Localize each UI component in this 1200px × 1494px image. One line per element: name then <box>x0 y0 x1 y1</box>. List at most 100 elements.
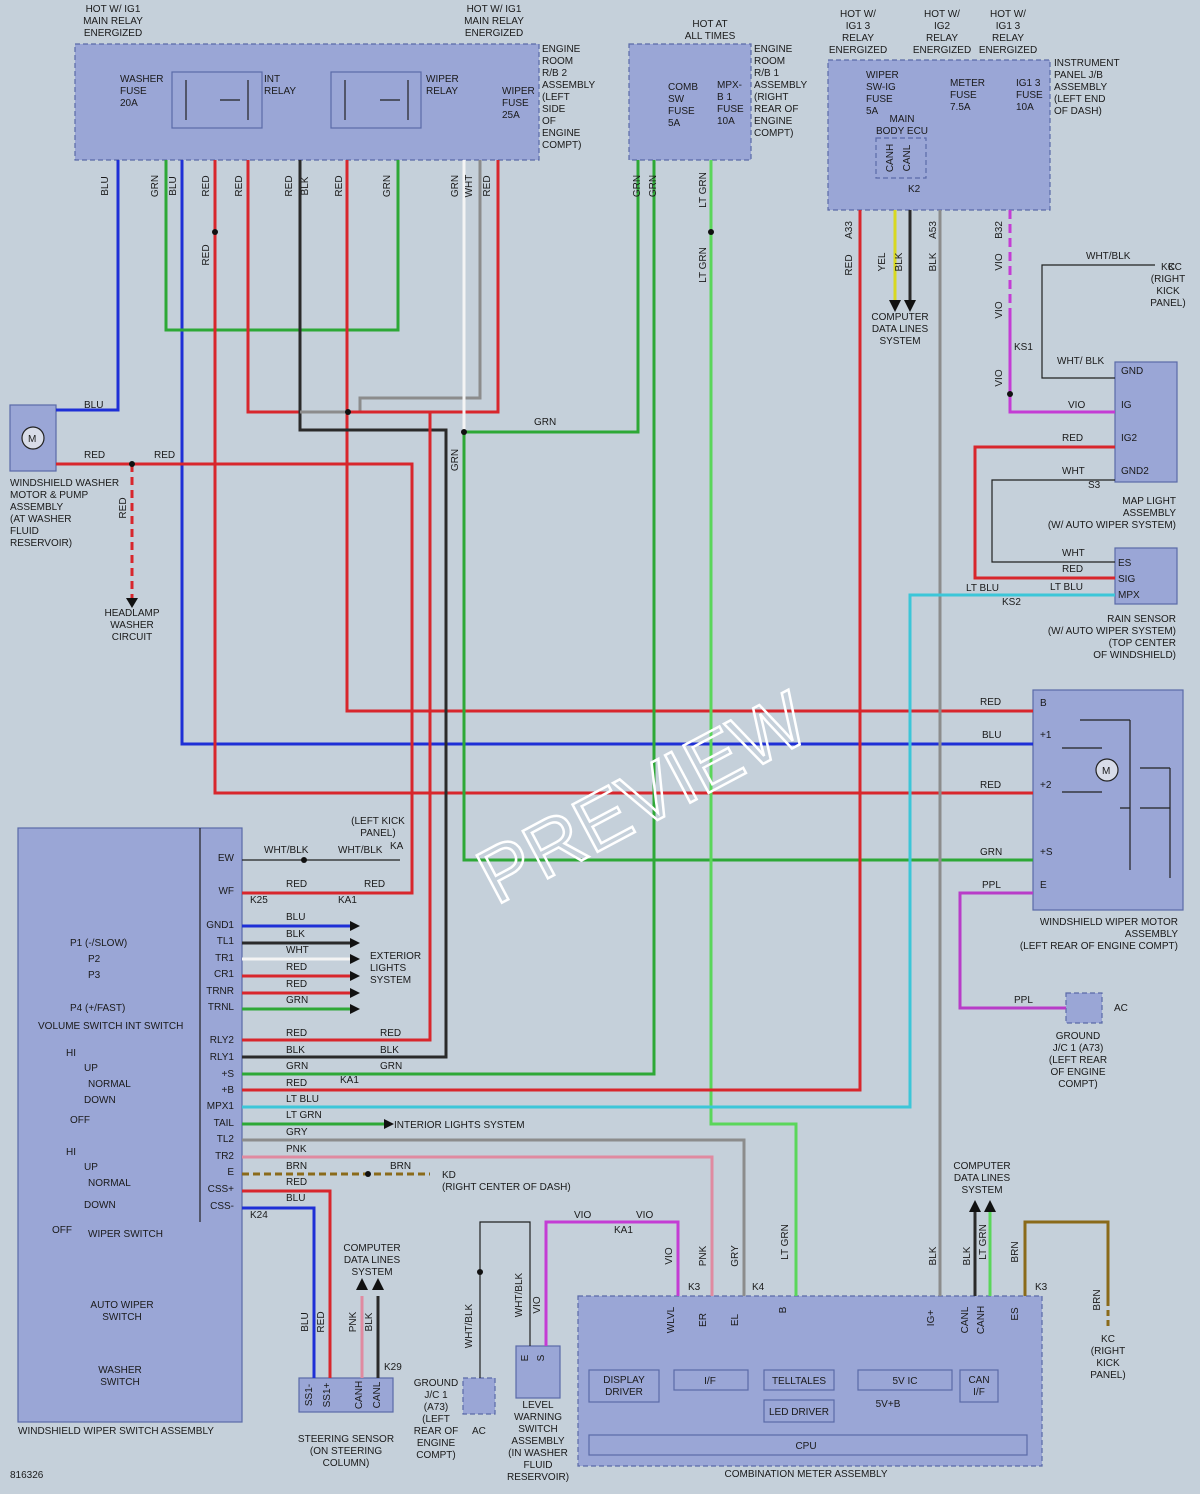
label-rain-sensor: (W/ AUTO WIPER SYSTEM) <box>1048 626 1176 637</box>
label-map-light: ASSEMBLY <box>1123 508 1176 519</box>
node <box>477 1269 483 1275</box>
label-right-kick-2: (RIGHT <box>1091 1346 1125 1357</box>
wire-grn-relay-loop <box>164 160 400 332</box>
wire-label: RED <box>154 450 175 461</box>
wire-label: WHT/BLK <box>464 1303 475 1348</box>
label-comb-sw-fuse: FUSE <box>668 106 695 117</box>
label-level-switch: FLUID <box>524 1460 553 1471</box>
if-box <box>673 1369 749 1391</box>
label-engine-room-rb2: (LEFT <box>542 92 570 103</box>
label-engine-room-rb2: R/B 2 <box>542 68 567 79</box>
wire-label: GRN <box>648 175 659 197</box>
label-engine-room-rb1: R/B 1 <box>754 68 779 79</box>
label-right-kick-2: KC <box>1101 1334 1115 1345</box>
meter-pin-label: ES <box>1010 1307 1021 1321</box>
label-instrument-panel-jb: INSTRUMENT <box>1054 58 1120 69</box>
wire-red-plus-b <box>242 210 862 1092</box>
label-washer-fuse: 20A <box>120 98 138 109</box>
header-hot-ig1-a: HOT W/ IG1 <box>86 4 141 15</box>
svg-text:M: M <box>1102 766 1110 777</box>
svg-text:M: M <box>28 434 36 445</box>
wire-label: RED <box>286 1177 307 1188</box>
wire-label: GRN <box>286 995 308 1006</box>
wire-label: BLK <box>364 1312 375 1331</box>
label-instrument-panel-jb: PANEL J/B <box>1054 70 1103 81</box>
connector-label: AC <box>472 1426 486 1437</box>
switch-pin-label: RLY1 <box>210 1052 235 1063</box>
label-engine-room-rb2: COMPT) <box>542 140 581 151</box>
cpu-box <box>588 1434 1028 1456</box>
label-cdl-1: SYSTEM <box>879 336 920 347</box>
label-ground-jc1: J/C 1 (A73) <box>1053 1043 1104 1054</box>
switch-pin-label: +B <box>221 1085 234 1096</box>
label-map-light: MAP LIGHT <box>1122 496 1176 507</box>
label-right-kick-1: KICK <box>1156 286 1180 297</box>
wire-label: RED <box>980 780 1001 791</box>
node <box>129 461 135 467</box>
level-switch-box <box>515 1345 561 1399</box>
label-headlamp-washer: WASHER <box>110 620 154 631</box>
label-led-driver: LED DRIVER <box>769 1407 829 1418</box>
label-engine-room-rb2: ASSEMBLY <box>542 80 595 91</box>
wire-wht-gnd2 <box>991 479 1115 563</box>
wire-label: GRN <box>150 175 161 197</box>
wire-label: RED <box>844 254 855 275</box>
meter-pin-label: B <box>778 1306 789 1313</box>
label-display-driver: DISPLAY <box>603 1375 645 1386</box>
label-meter-fuse: FUSE <box>950 90 977 101</box>
switch-pin-label: RLY2 <box>210 1035 235 1046</box>
wire-label: GRN <box>632 175 643 197</box>
header-hot-ig13-b: IG1 3 <box>996 21 1021 32</box>
wire-label: BLK <box>300 176 311 195</box>
wire-label: PPL <box>982 880 1001 891</box>
label-washer-motor: MOTOR & PUMP <box>10 490 88 501</box>
label-comb-sw-fuse: 5A <box>668 118 681 129</box>
wire-label: GRY <box>286 1127 308 1138</box>
label-ground-jc1b: COMPT) <box>416 1450 455 1461</box>
label-ground-jc1b: ENGINE <box>417 1438 456 1449</box>
label-p2: P2 <box>88 954 101 965</box>
label-wiper-motor: ASSEMBLY <box>1125 929 1178 940</box>
wire-label: BRN <box>390 1161 411 1172</box>
label-meter-fuse: METER <box>950 78 985 89</box>
label-normal-2: NORMAL <box>88 1178 131 1189</box>
wiper-motor-pin-label: +S <box>1040 847 1053 858</box>
node <box>345 409 351 415</box>
label-up-1: UP <box>84 1063 98 1074</box>
wiper-switch-assembly-box <box>17 827 243 1423</box>
wire-label: GRY <box>730 1245 741 1267</box>
map-light-pin-label: IG <box>1121 400 1132 411</box>
wire-label: RED <box>201 244 212 265</box>
wire-label: PNK <box>698 1245 709 1266</box>
label-engine-room-rb2: ENGINE <box>542 44 581 55</box>
connector-label: K25 <box>250 895 268 906</box>
label-ground-jc1: (LEFT REAR <box>1049 1055 1107 1066</box>
label-cdl-1: DATA LINES <box>872 324 929 335</box>
label-washer-fuse: FUSE <box>120 86 147 97</box>
label-exterior-lights: EXTERIOR <box>370 951 421 962</box>
label-right-kick-2: PANEL) <box>1090 1370 1125 1381</box>
connector-label: K29 <box>384 1362 402 1373</box>
connector-label: S3 <box>1088 480 1101 491</box>
label-canl: CANL <box>902 144 913 171</box>
wire-label: RED <box>234 175 245 196</box>
steering-pin-label: CANL <box>372 1381 383 1408</box>
label-washer-motor: WINDSHIELD WASHER <box>10 478 119 489</box>
wire-label: WHT <box>1062 466 1085 477</box>
label-ground-jc1b: J/C 1 <box>424 1390 448 1401</box>
label-washer-motor: RESERVOIR) <box>10 538 72 549</box>
wire-blu-washer <box>56 160 120 412</box>
label-right-kick-1: PANEL) <box>1150 298 1185 309</box>
node <box>708 229 714 235</box>
label-down-1: DOWN <box>84 1095 116 1106</box>
wire-label: RED <box>286 962 307 973</box>
washer-motor-box <box>9 404 57 472</box>
wire-label: BLK <box>928 252 939 271</box>
rain-sensor-pin-label: SIG <box>1118 574 1135 585</box>
connector-label: KS1 <box>1014 342 1033 353</box>
wire-ltgrn-meter-b <box>709 160 798 1296</box>
connector-label: K3 <box>1035 1282 1048 1293</box>
header-hot-ig13-a: IG1 3 <box>846 21 871 32</box>
header-hot-ig1-a: MAIN RELAY <box>83 16 143 27</box>
